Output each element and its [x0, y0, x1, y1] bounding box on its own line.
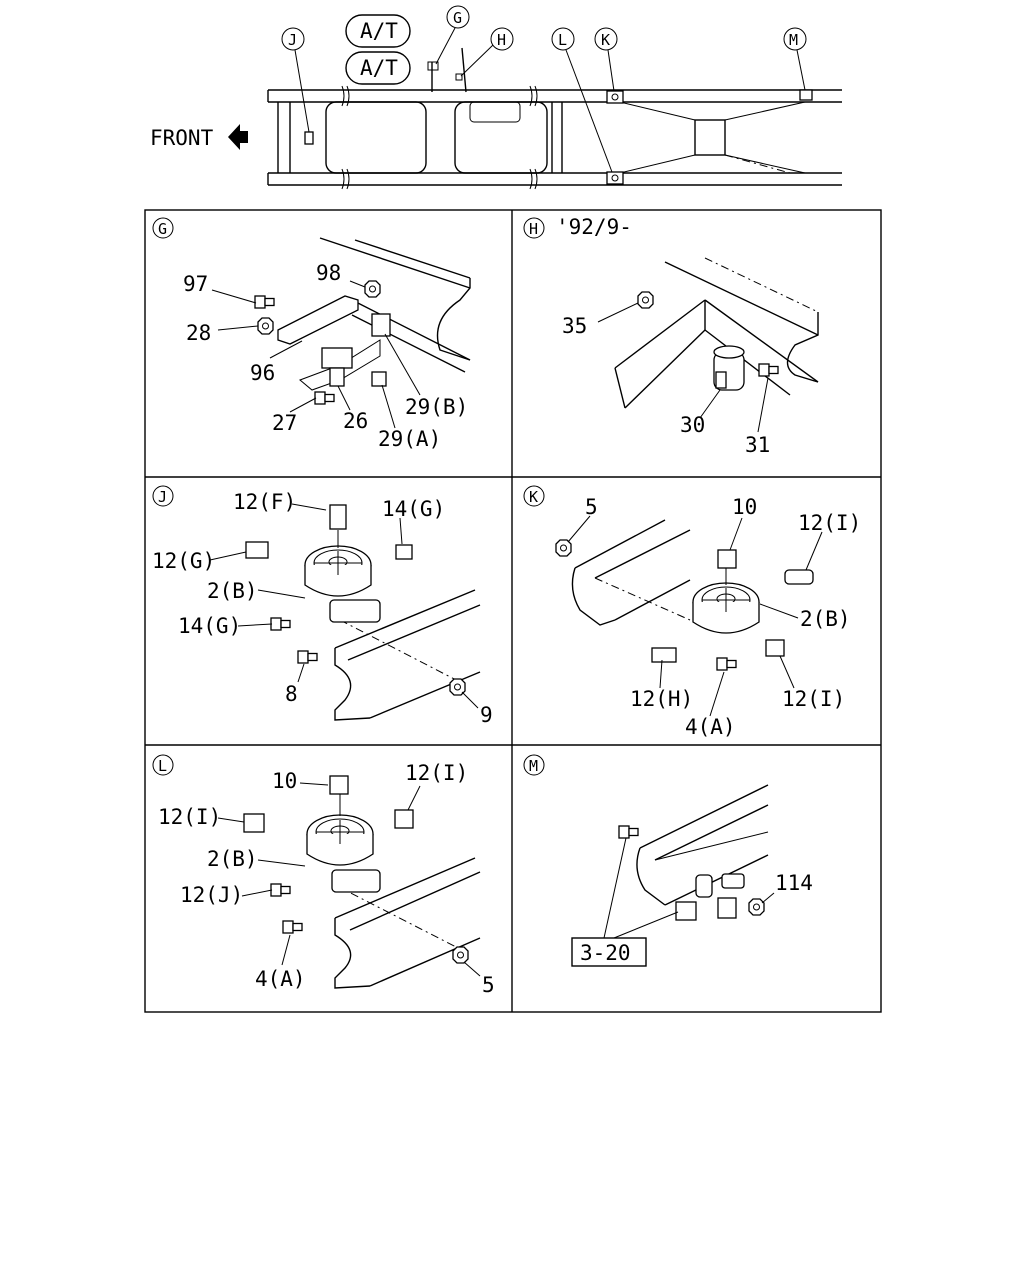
panel-j-letter: J: [158, 488, 167, 506]
svg-text:L: L: [558, 31, 567, 49]
overview-callout-m: M: [783, 27, 807, 91]
panel-h: H '92/9- 35 30 31: [523, 215, 819, 457]
svg-text:3-20: 3-20: [580, 941, 631, 965]
label-2b: 2(B): [207, 847, 258, 871]
label-97: 97: [183, 272, 208, 296]
label-12i-top: 12(I): [798, 511, 861, 535]
label-12i-top: 12(I): [405, 761, 468, 785]
panel-g: G 97 98 28 96 27 26 29(B) 29(A): [152, 217, 471, 451]
svg-text:H: H: [497, 31, 506, 49]
svg-text:M: M: [789, 31, 798, 49]
label-12h: 12(H): [630, 687, 693, 711]
at-label-2: A/T: [345, 51, 411, 85]
label-31: 31: [745, 433, 770, 457]
label-14g-top: 14(G): [382, 497, 445, 521]
detail-grid: [144, 209, 882, 1013]
panel-j: J 12(F) 14(G) 12(G) 2(B) 14(G) 8 9: [152, 485, 493, 727]
front-arrow-icon: [228, 124, 248, 150]
label-12i-left: 12(I): [158, 805, 221, 829]
overview-callout-j: J: [281, 27, 310, 133]
label-35: 35: [562, 314, 587, 338]
panel-g-letter: G: [158, 220, 167, 238]
panel-k: K 5 10 12(I) 2(B) 12(H) 12(I) 4(A): [523, 485, 861, 739]
ref-box-3-20: 3-20: [571, 937, 647, 967]
label-9: 9: [480, 703, 493, 727]
svg-text:G: G: [453, 9, 462, 27]
label-29b: 29(B): [405, 395, 468, 419]
panel-l: L 10 12(I) 12(I) 2(B) 12(J) 4(A) 5: [152, 754, 495, 997]
panel-m: M 114 3-20: [523, 754, 813, 967]
front-label: FRONT: [150, 126, 214, 150]
overview-callout-h: H: [460, 27, 514, 77]
label-27: 27: [272, 411, 297, 435]
label-12g: 12(G): [152, 549, 215, 573]
label-30: 30: [680, 413, 705, 437]
label-12f: 12(F): [233, 490, 296, 514]
label-4a: 4(A): [685, 715, 736, 739]
panel-h-note: '92/9-: [556, 215, 632, 239]
at-label-1: A/T: [345, 14, 411, 48]
label-12i-bottom: 12(I): [782, 687, 845, 711]
label-96: 96: [250, 361, 275, 385]
panel-h-letter: H: [529, 220, 538, 238]
label-114: 114: [775, 871, 813, 895]
svg-text:A/T: A/T: [360, 56, 398, 80]
label-28: 28: [186, 321, 211, 345]
label-2b: 2(B): [207, 579, 258, 603]
panel-l-letter: L: [158, 757, 167, 775]
overview-callout-l: L: [551, 27, 613, 173]
label-14g-bottom: 14(G): [178, 614, 241, 638]
label-5: 5: [585, 495, 598, 519]
label-4a: 4(A): [255, 967, 306, 991]
svg-text:J: J: [288, 31, 297, 49]
label-98: 98: [316, 261, 341, 285]
panel-k-letter: K: [529, 488, 538, 506]
label-8: 8: [285, 682, 298, 706]
overview-callout-g: G: [435, 5, 470, 65]
label-5: 5: [482, 973, 495, 997]
svg-text:A/T: A/T: [360, 19, 398, 43]
front-indicator: FRONT: [150, 124, 248, 150]
chassis-overview: [267, 47, 842, 190]
svg-text:K: K: [601, 31, 610, 49]
panel-m-letter: M: [529, 757, 538, 775]
label-10: 10: [732, 495, 757, 519]
label-2b: 2(B): [800, 607, 851, 631]
overview-callout-k: K: [594, 27, 618, 92]
label-29a: 29(A): [378, 427, 441, 451]
label-12j: 12(J): [180, 883, 243, 907]
label-26: 26: [343, 409, 368, 433]
label-10: 10: [272, 769, 297, 793]
